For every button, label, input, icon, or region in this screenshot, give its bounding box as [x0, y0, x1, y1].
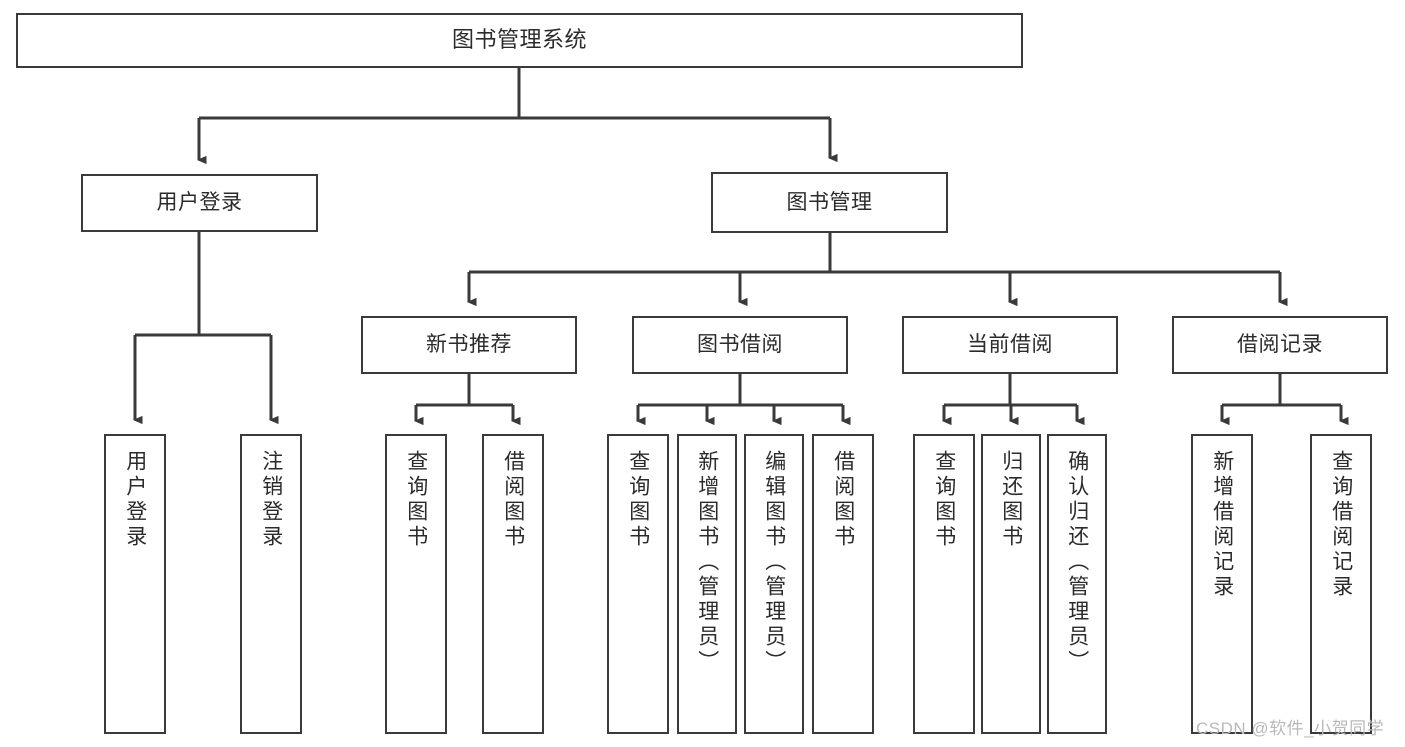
leaf-logout[interactable]: 注销登录	[240, 434, 302, 734]
leaf-logout-label: 注销登录	[259, 450, 283, 550]
csdn-watermark: CSDN @软件_小贺同学	[1196, 719, 1385, 738]
leaf-query-book-bb-label: 查询图书	[626, 450, 650, 550]
leaf-confirm-return-admin-label: 确认归还（管理员）	[1065, 450, 1089, 675]
leaf-user-login[interactable]: 用户登录	[104, 434, 166, 734]
leaf-query-book-nbr-label: 查询图书	[404, 450, 428, 550]
leaf-add-borrow-record[interactable]: 新增借阅记录	[1191, 434, 1253, 734]
node-root-label: 图书管理系统	[451, 27, 587, 53]
node-borrowing-record[interactable]: 借阅记录	[1172, 316, 1388, 374]
node-borrowing-record-label: 借阅记录	[1237, 333, 1323, 357]
node-book-management-label: 图书管理	[786, 190, 873, 214]
node-book-management[interactable]: 图书管理	[711, 172, 948, 233]
node-root[interactable]: 图书管理系统	[16, 13, 1023, 68]
leaf-query-book-cb-label: 查询图书	[932, 450, 956, 550]
leaf-query-borrow-record-label: 查询借阅记录	[1329, 450, 1353, 600]
leaf-query-borrow-record[interactable]: 查询借阅记录	[1310, 434, 1372, 734]
node-current-borrowing[interactable]: 当前借阅	[902, 316, 1118, 374]
leaf-borrow-book-nbr-label: 借阅图书	[501, 450, 525, 550]
leaf-return-book-label: 归还图书	[999, 450, 1023, 550]
node-book-borrowing-label: 图书借阅	[697, 333, 783, 357]
leaf-user-login-label: 用户登录	[123, 450, 147, 550]
leaf-borrow-book-bb[interactable]: 借阅图书	[812, 434, 874, 734]
leaf-query-book-nbr[interactable]: 查询图书	[385, 434, 447, 734]
leaf-add-book-admin[interactable]: 新增图书（管理员）	[677, 434, 737, 734]
leaf-query-book-bb[interactable]: 查询图书	[607, 434, 669, 734]
leaf-edit-book-admin-label: 编辑图书（管理员）	[762, 450, 786, 675]
node-new-book-recommendation-label: 新书推荐	[426, 333, 512, 357]
leaf-edit-book-admin[interactable]: 编辑图书（管理员）	[744, 434, 804, 734]
node-current-borrowing-label: 当前借阅	[967, 333, 1053, 357]
leaf-query-book-cb[interactable]: 查询图书	[913, 434, 975, 734]
node-user-login-label: 用户登录	[156, 191, 243, 215]
node-new-book-recommendation[interactable]: 新书推荐	[361, 316, 577, 374]
leaf-confirm-return-admin[interactable]: 确认归还（管理员）	[1047, 434, 1107, 734]
leaf-add-book-admin-label: 新增图书（管理员）	[695, 450, 719, 675]
leaf-borrow-book-nbr[interactable]: 借阅图书	[482, 434, 544, 734]
node-user-login[interactable]: 用户登录	[81, 174, 318, 232]
node-book-borrowing[interactable]: 图书借阅	[632, 316, 848, 374]
leaf-return-book[interactable]: 归还图书	[981, 434, 1041, 734]
leaf-add-borrow-record-label: 新增借阅记录	[1210, 450, 1234, 600]
leaf-borrow-book-bb-label: 借阅图书	[831, 450, 855, 550]
